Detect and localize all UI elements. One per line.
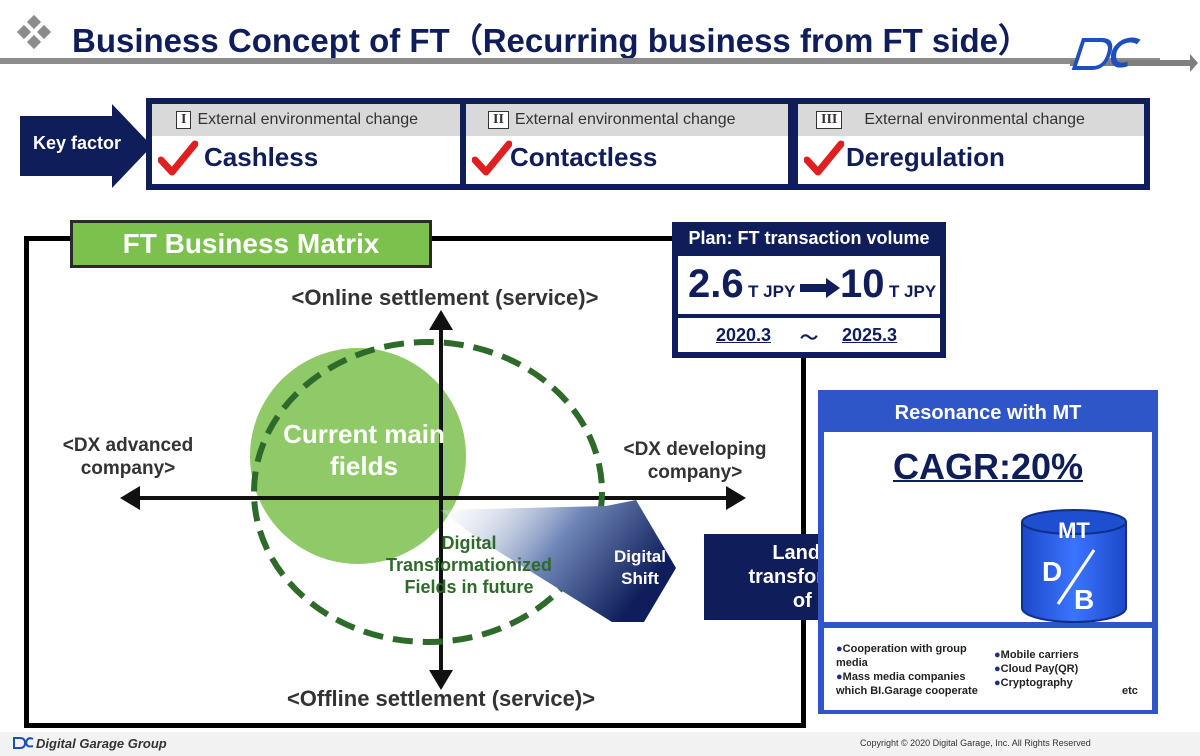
dg-logo-icon	[1070, 37, 1198, 72]
key-factor-arrow	[20, 104, 152, 188]
offline-settlement-label: <Offline settlement (service)>	[286, 686, 596, 711]
factor-contactless: II External environmental change Contact…	[466, 104, 788, 184]
list-item: ●Cryptography	[994, 677, 1073, 689]
factor-heading: External environmental change	[864, 111, 1085, 128]
plan-values: 2.6 T JPY 10 T JPY	[678, 256, 940, 314]
digital-shift-arrow	[440, 500, 676, 622]
arrow-down-icon	[429, 670, 453, 690]
dx-developing-label: <DX developing company>	[623, 439, 767, 483]
partner-list-right: ●Mobile carriers ●Cloud Pay(QR) ●Cryptog…	[994, 648, 1104, 690]
roman-numeral: II	[488, 111, 509, 129]
arrow-left-icon	[120, 486, 140, 510]
factor-heading: External environmental change	[514, 111, 736, 128]
plan-from-value: 2.6	[688, 262, 744, 306]
current-main-fields-circle	[250, 348, 466, 564]
factor-heading: External environmental change	[197, 111, 419, 128]
diamond-cluster-icon	[16, 14, 52, 50]
checkmark-icon	[158, 140, 198, 176]
plan-end-date: 2025.3	[842, 325, 898, 345]
plan-from-unit: T JPY	[748, 282, 796, 301]
key-factor-label: Key factor	[32, 133, 122, 153]
future-fields-label: Digital Transformationized Fields in fut…	[385, 533, 553, 597]
factor-deregulation: III External environmental change Deregu…	[798, 104, 1144, 184]
plan-to-unit: T JPY	[888, 282, 937, 301]
period-separator: ～	[800, 328, 818, 348]
footer-brand: Digital Garage Group	[36, 736, 167, 751]
resonance-title: Resonance with MT	[894, 402, 1082, 424]
roman-numeral: I	[176, 111, 192, 129]
title-rule	[0, 58, 1160, 64]
plan-start-date: 2020.3	[716, 325, 772, 345]
plan-title: Plan: FT transaction volume	[688, 228, 930, 248]
page-title: Business Concept of FT（Recurring busines…	[72, 22, 1031, 59]
db-mt-label: MT	[1058, 518, 1090, 543]
matrix-title: FT Business Matrix	[70, 220, 432, 268]
roman-numeral: III	[816, 111, 843, 129]
arrow-up-icon	[429, 310, 453, 330]
online-settlement-label: <Online settlement (service)>	[291, 285, 599, 310]
partner-list-left: ●Cooperation with group media ●Mass medi…	[836, 642, 986, 698]
db-b-label: B	[1074, 584, 1095, 615]
dx-advanced-label: <DX advanced company>	[62, 435, 194, 479]
factor-value: Deregulation	[846, 142, 1005, 172]
resonance-partners	[824, 628, 1152, 710]
list-item: ●Cooperation with group media	[836, 643, 967, 669]
dg-small-logo-icon	[13, 737, 34, 749]
factor-cashless: I External environmental change Cashless	[152, 104, 460, 184]
plan-period: 2020.3 ～ 2025.3	[678, 318, 940, 352]
plan-to-value: 10	[840, 262, 885, 306]
etc-label: etc	[1122, 685, 1138, 697]
copyright: Copyright © 2020 Digital Garage, Inc. Al…	[860, 738, 1091, 748]
mt-database-icon	[1021, 509, 1127, 623]
digital-shift-label: Digital Shift	[614, 547, 666, 588]
checkmark-icon	[472, 140, 512, 176]
db-d-label: D	[1042, 556, 1063, 587]
factor-value: Contactless	[510, 142, 658, 172]
footer	[0, 732, 1200, 756]
factor-value: Cashless	[204, 142, 319, 172]
list-item: ●Mass media companies which BI.Garage co…	[836, 671, 978, 697]
arrow-right-icon	[726, 486, 746, 510]
list-item: ●Mobile carriers	[994, 649, 1079, 661]
future-fields-ellipse	[251, 339, 605, 645]
cagr-value: CAGR:20%	[892, 446, 1084, 487]
current-main-fields-label: Current main fields	[283, 419, 445, 481]
list-item: ●Cloud Pay(QR)	[994, 663, 1079, 675]
arrow-right-icon	[800, 278, 840, 298]
checkmark-icon	[804, 140, 844, 176]
